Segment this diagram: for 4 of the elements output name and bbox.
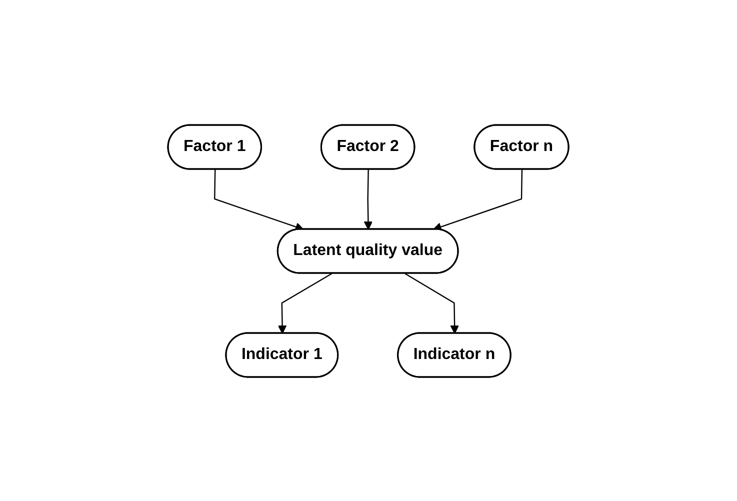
arrow [404, 272, 460, 334]
arrow [278, 272, 332, 334]
arrow [433, 168, 523, 231]
arrow [364, 168, 373, 230]
